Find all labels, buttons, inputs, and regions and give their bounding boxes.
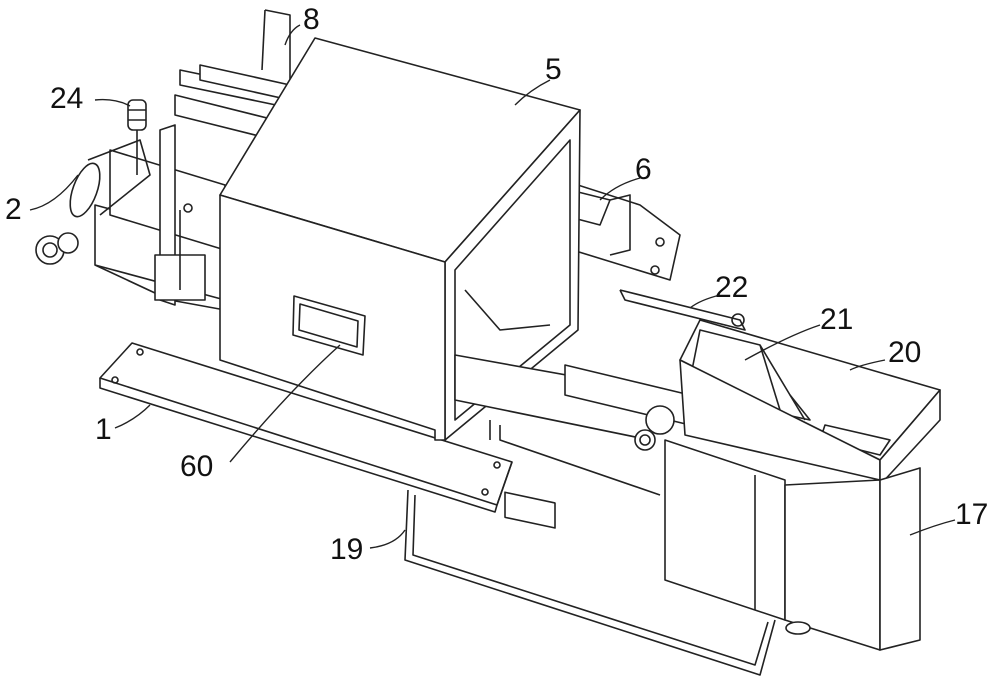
label-24: 24: [50, 84, 83, 114]
label-6: 6: [635, 155, 652, 185]
label-1: 1: [95, 415, 112, 445]
label-22: 22: [715, 273, 748, 303]
label-17: 17: [955, 500, 988, 530]
label-60: 60: [180, 452, 213, 482]
label-20: 20: [888, 338, 921, 368]
label-8: 8: [303, 5, 320, 35]
label-2: 2: [5, 195, 22, 225]
label-5: 5: [545, 55, 562, 85]
label-19: 19: [330, 535, 363, 565]
label-21: 21: [820, 305, 853, 335]
